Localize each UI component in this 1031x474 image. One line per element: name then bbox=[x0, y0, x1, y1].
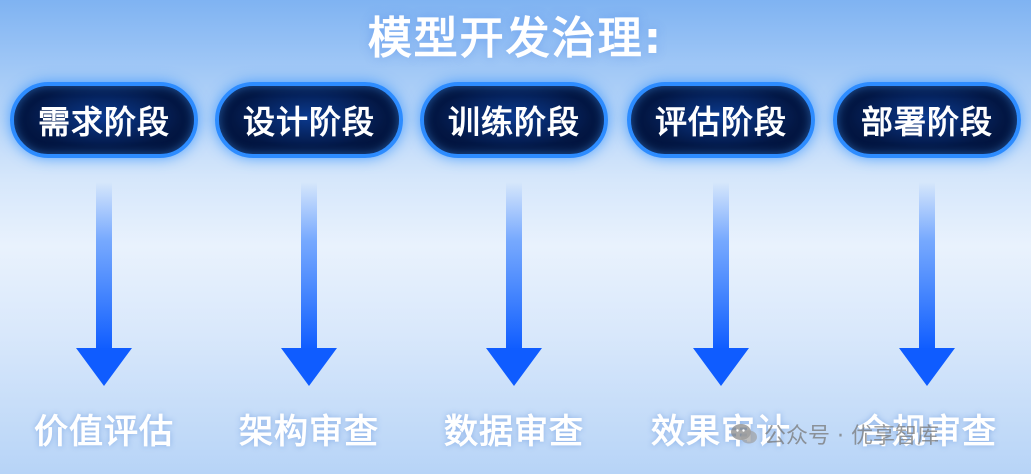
stage-pill-training: 训练阶段 bbox=[420, 82, 608, 158]
result-label-value-assessment: 价值评估 bbox=[34, 412, 174, 452]
watermark-text: 公众号 · 优享智库 bbox=[764, 424, 939, 449]
stage-pill-evaluation: 评估阶段 bbox=[627, 82, 815, 158]
wechat-icon bbox=[730, 422, 758, 446]
down-arrow-icon bbox=[74, 182, 134, 388]
diagram-title: 模型开发治理: bbox=[367, 13, 664, 64]
stage-pill-design: 设计阶段 bbox=[215, 82, 403, 158]
watermark: 公众号 · 优享智库 bbox=[730, 418, 939, 450]
result-label-architecture-review: 架构审查 bbox=[239, 412, 379, 452]
stage-pill-requirements: 需求阶段 bbox=[10, 82, 198, 158]
stage-pill-deployment: 部署阶段 bbox=[833, 82, 1021, 158]
result-label-compliance-review: 合规审查 bbox=[857, 412, 997, 452]
result-label-effect-audit: 效果审计 bbox=[651, 412, 791, 452]
down-arrow-icon bbox=[279, 182, 339, 388]
down-arrow-icon bbox=[897, 182, 957, 388]
down-arrow-icon bbox=[484, 182, 544, 388]
down-arrow-icon bbox=[691, 182, 751, 388]
result-label-data-review: 数据审查 bbox=[444, 412, 584, 452]
